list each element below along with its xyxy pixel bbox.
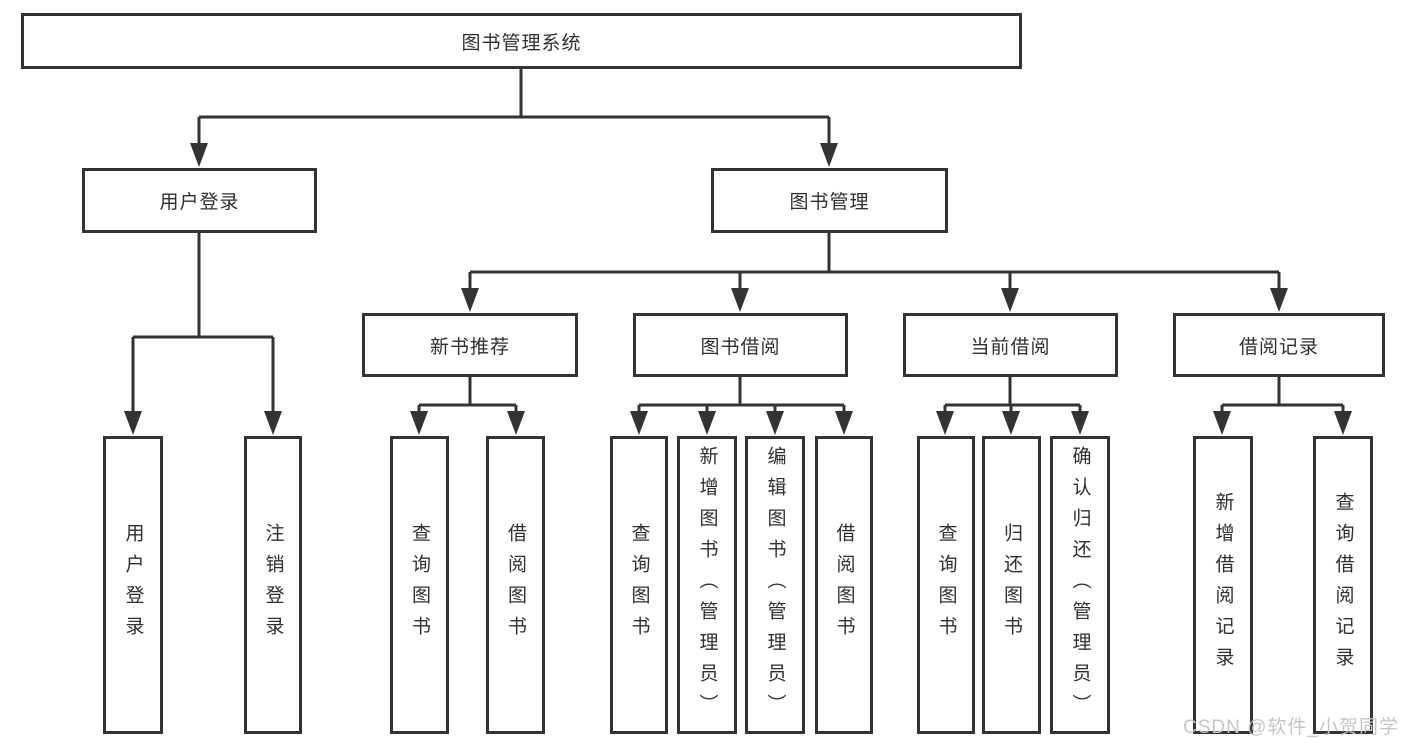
leaf-query-books-current: 查询图书: [917, 436, 975, 734]
csdn-watermark: CSDN @软件_小贺同学: [1183, 717, 1399, 738]
node-book-borrowing-label: 图书借阅: [700, 336, 781, 358]
leaf-logout: 注销登录: [244, 436, 302, 734]
leaf-query-borrow-record-label: 查询借阅记录: [1332, 492, 1354, 678]
leaf-query-books-recommend-label: 查询图书: [409, 523, 430, 647]
leaf-borrow-books-label: 借阅图书: [833, 523, 855, 647]
node-book-borrowing: 图书借阅: [633, 313, 848, 377]
leaf-query-books-borrowing-label: 查询图书: [628, 523, 650, 647]
leaf-logout-label: 注销登录: [262, 523, 284, 647]
node-book-management: 图书管理: [711, 168, 948, 233]
leaf-add-borrow-record: 新增借阅记录: [1193, 436, 1253, 734]
leaf-query-books-borrowing: 查询图书: [610, 436, 668, 734]
leaf-borrow-books-recommend: 借阅图书: [486, 436, 545, 734]
leaf-borrow-books: 借阅图书: [815, 436, 873, 734]
leaf-query-books-recommend: 查询图书: [390, 436, 449, 734]
node-current-borrowing: 当前借阅: [903, 313, 1118, 377]
leaf-edit-books-admin-label: 编辑图书（管理员）: [764, 445, 786, 725]
node-root: 图书管理系统: [21, 13, 1022, 69]
node-user-login: 用户登录: [82, 168, 317, 233]
node-book-management-label: 图书管理: [789, 192, 870, 213]
leaf-confirm-return-admin-label: 确认归还（管理员）: [1069, 445, 1091, 725]
leaf-user-login-label: 用户登录: [122, 523, 144, 647]
node-borrowing-records-label: 借阅记录: [1238, 336, 1319, 358]
leaf-edit-books-admin: 编辑图书（管理员）: [745, 436, 805, 734]
node-new-book-recommend-label: 新书推荐: [429, 336, 510, 358]
leaf-borrow-books-recommend-label: 借阅图书: [505, 523, 526, 647]
node-new-book-recommend: 新书推荐: [362, 313, 578, 377]
leaf-query-books-current-label: 查询图书: [935, 523, 957, 647]
leaf-query-borrow-record: 查询借阅记录: [1313, 436, 1373, 734]
node-user-login-label: 用户登录: [159, 192, 240, 213]
leaf-user-login: 用户登录: [103, 436, 163, 734]
node-borrowing-records: 借阅记录: [1173, 313, 1385, 377]
leaf-add-books-admin-label: 新增图书（管理员）: [696, 445, 718, 725]
node-current-borrowing-label: 当前借阅: [970, 336, 1051, 358]
leaf-return-books: 归还图书: [982, 436, 1041, 734]
leaf-return-books-label: 归还图书: [1001, 523, 1022, 647]
leaf-add-books-admin: 新增图书（管理员）: [677, 436, 737, 734]
leaf-add-borrow-record-label: 新增借阅记录: [1212, 492, 1234, 678]
node-root-label: 图书管理系统: [461, 32, 582, 54]
leaf-confirm-return-admin: 确认归还（管理员）: [1050, 436, 1110, 734]
